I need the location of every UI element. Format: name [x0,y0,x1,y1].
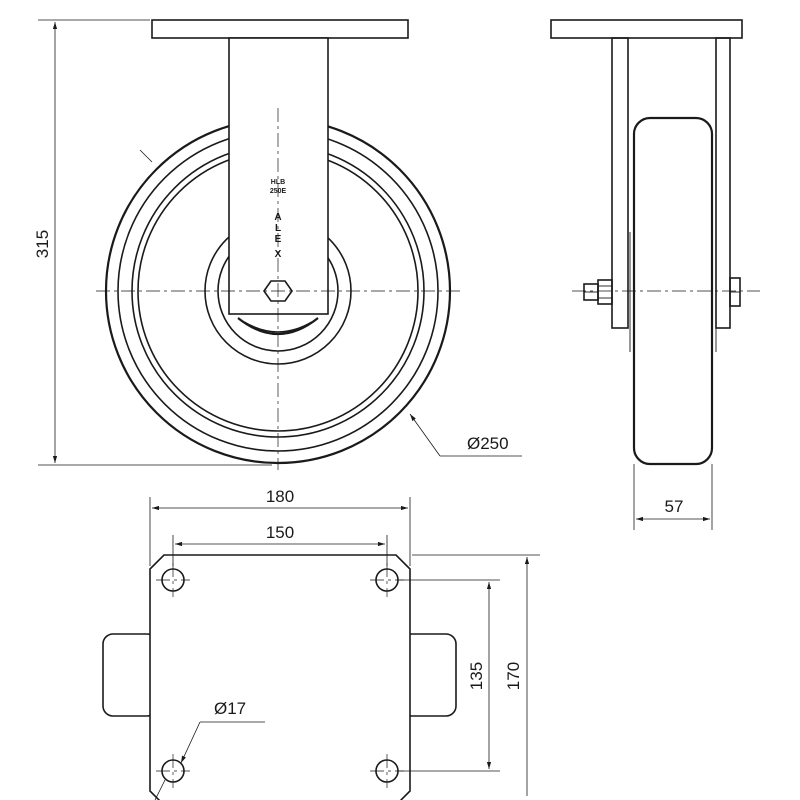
dimension-plate-width: 180 [149,487,411,566]
top-mounting-plate [149,554,411,800]
side-view [550,19,760,466]
dim-text-bolt-hole: Ø17 [214,699,246,718]
top-wheel-stub-left [102,633,158,717]
dimension-bolt-spacing-y: 135 [398,579,500,772]
side-top-plate [550,19,743,39]
side-fork-leg-right [715,37,731,329]
axle-bolt-head [597,279,613,305]
dim-text-bolt-spacing-y: 135 [467,662,486,690]
dimension-wheel-width: 57 [633,464,713,530]
dim-text-plate-width: 180 [266,487,294,506]
dim-text-bolt-spacing-x: 150 [266,523,294,542]
dimension-wheel-diameter: Ø250 [409,413,522,457]
dim-text-wheel-diameter: Ø250 [467,434,509,453]
dim-text-height: 315 [33,230,52,258]
side-fork-leg-left [611,37,629,329]
dimension-bolt-hole: Ø17 [154,699,265,800]
top-view [102,554,457,800]
dim-text-wheel-width: 57 [665,497,684,516]
front-top-plate [151,19,409,39]
front-fork-leg [228,37,329,315]
dimension-plate-length: 170 [412,554,540,796]
marking-brand-x: X [275,249,282,260]
dimension-bolt-spacing-x: 150 [172,523,388,566]
marking-line1: HLB [271,179,285,186]
dim-text-plate-length: 170 [504,662,523,690]
dimension-height: 315 [33,19,272,466]
front-view: HLB 250E A L E X [96,19,462,470]
